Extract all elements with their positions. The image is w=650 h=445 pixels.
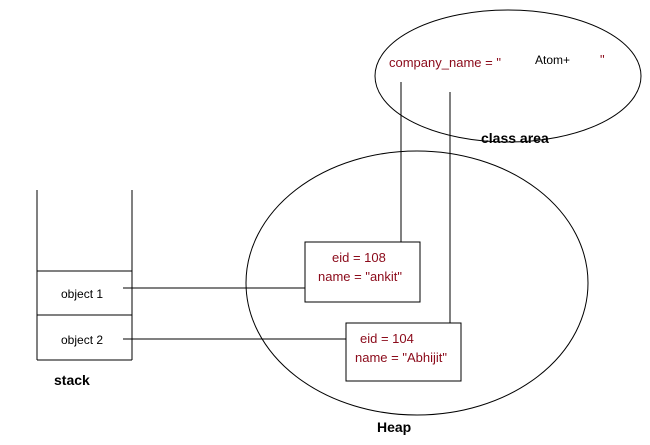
- object-1-name: name = "ankit": [318, 269, 402, 284]
- company-name-field: company_name = ": [389, 55, 501, 70]
- heap-ellipse: [245, 150, 589, 416]
- company-name-closing-quote: ": [600, 52, 605, 67]
- stack-cell-object-1: object 1: [61, 287, 103, 301]
- object-box-2: [345, 322, 462, 382]
- stack-cell-object-2: object 2: [61, 333, 103, 347]
- class-area-ellipse: [374, 9, 642, 143]
- object-2-eid: eid = 104: [360, 331, 414, 346]
- class-area-label: class area: [481, 130, 549, 146]
- company-name-value: Atom+: [535, 53, 570, 67]
- object-box-1: [304, 241, 421, 303]
- object-1-eid: eid = 108: [332, 250, 386, 265]
- stack: [36, 190, 133, 361]
- heap-label: Heap: [377, 419, 411, 435]
- stack-label: stack: [54, 372, 90, 388]
- object-2-name: name = "Abhijit": [355, 350, 447, 365]
